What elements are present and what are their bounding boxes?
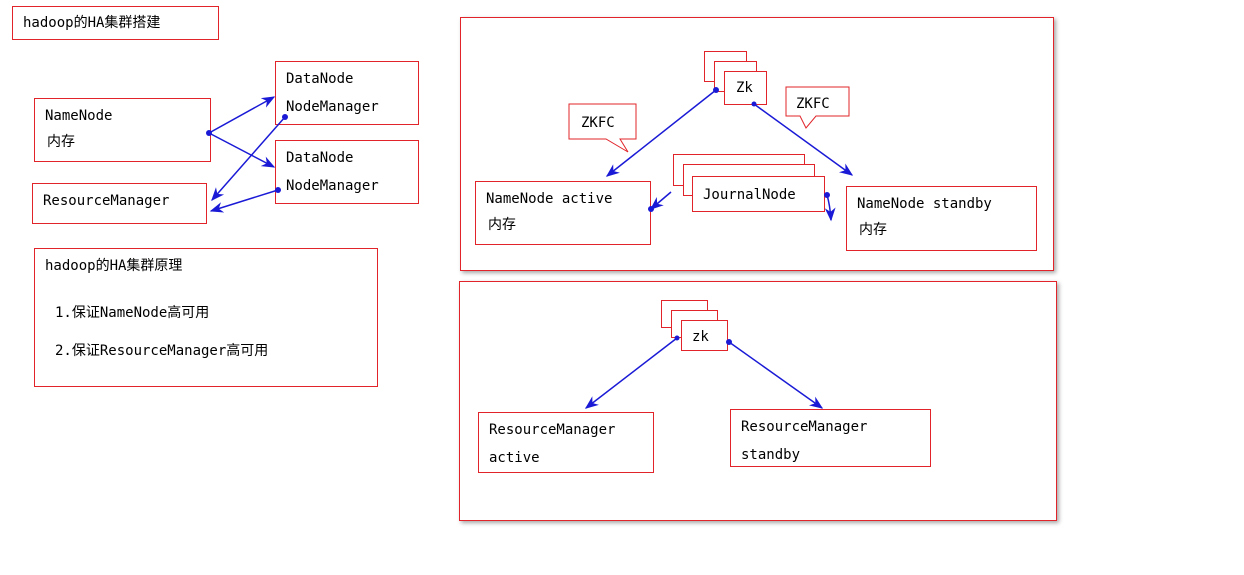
datanode-top-label: DataNode [286,71,354,87]
resourcemanager-box: ResourceManager [32,183,207,224]
zk-box: Zk [724,71,767,105]
namenode-active-label: NameNode active [486,191,613,207]
rm-standby-label: ResourceManager [741,419,868,435]
title-box: hadoop的HA集群搭建 [12,6,219,40]
journalnode-label: JournalNode [703,187,796,203]
namenode-box: NameNode 内存 [34,98,211,162]
principle-item-1: 1.保证NameNode高可用 [55,305,210,321]
zk-yarn-box: zk [681,320,728,351]
nodemanager-top-label: NodeManager [286,99,379,115]
datanode-bottom-box: DataNode NodeManager [275,140,419,204]
rm-active-box: ResourceManager active [478,412,654,473]
rm-standby-state: standby [741,447,801,463]
datanode-bottom-label: DataNode [286,150,354,166]
namenode-active-box: NameNode active 内存 [475,181,651,245]
zk-yarn-label: zk [692,329,709,345]
namenode-active-memory: 内存 [488,217,516,233]
arrow-nn-to-dn-top [208,96,276,134]
namenode-standby-label: NameNode standby [857,196,992,212]
arrow-dn-bottom-to-rm [209,189,279,213]
page-title: hadoop的HA集群搭建 [23,15,161,31]
namenode-standby-box: NameNode standby 内存 [846,186,1037,251]
principle-box: hadoop的HA集群原理 1.保证NameNode高可用 2.保证Resour… [34,248,378,387]
zk-label: Zk [736,80,753,96]
rm-standby-box: ResourceManager standby [730,409,931,467]
namenode-standby-memory: 内存 [859,222,887,238]
principle-heading: hadoop的HA集群原理 [45,258,183,274]
resourcemanager-label: ResourceManager [43,193,170,209]
journalnode-box: JournalNode [692,176,825,212]
namenode-memory-label: 内存 [47,134,75,150]
datanode-top-box: DataNode NodeManager [275,61,419,125]
rm-active-state: active [489,450,540,466]
principle-item-2: 2.保证ResourceManager高可用 [55,343,269,359]
namenode-label: NameNode [45,108,113,124]
arrow-nn-to-dn-bottom [208,132,276,168]
nodemanager-bottom-label: NodeManager [286,178,379,194]
rm-active-label: ResourceManager [489,422,616,438]
yarn-ha-panel [459,281,1057,521]
